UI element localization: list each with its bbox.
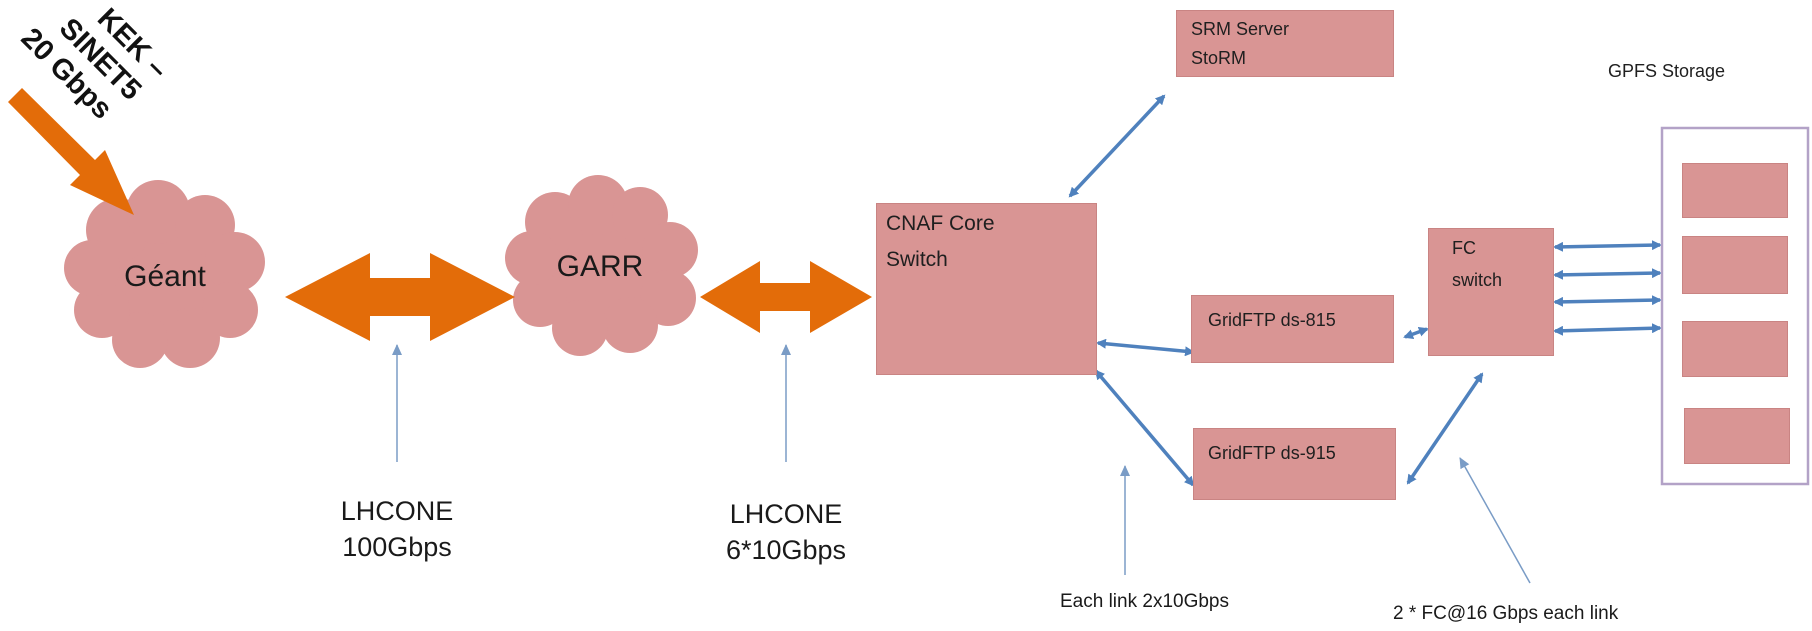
fc-links-pointer xyxy=(1459,457,1531,584)
fc-switch-label-1: FC xyxy=(1452,238,1476,258)
garr-cloud-shape xyxy=(505,175,698,356)
core-srm-link xyxy=(1068,94,1166,198)
lhcone-6x10-label: LHCONE 6*10Gbps xyxy=(696,496,876,568)
storage-disk-4 xyxy=(1684,408,1790,464)
ds815-fc-link xyxy=(1403,327,1429,339)
fc-storage-link-2 xyxy=(1553,268,1662,280)
lhcone-100-line-2: 100Gbps xyxy=(342,532,452,562)
storage-disk-1 xyxy=(1682,163,1788,218)
kek-inbound-arrow xyxy=(8,88,134,215)
lhcone-100-label: LHCONE 100Gbps xyxy=(317,493,477,565)
fc-storage-link-1 xyxy=(1553,240,1662,252)
fc-switch-box xyxy=(1428,228,1554,356)
geant-garr-double-arrow xyxy=(285,253,515,341)
lhcone-100-line-1: LHCONE xyxy=(340,496,454,526)
cnaf-core-switch xyxy=(876,203,1097,375)
geant-label: Géant xyxy=(124,260,206,293)
core-ds915-link xyxy=(1094,369,1195,487)
fc-switch-label-2: switch xyxy=(1452,270,1503,290)
core-ds815-link xyxy=(1096,338,1195,357)
gridftp-ds815-label: GridFTP ds-815 xyxy=(1208,310,1336,330)
cnaf-core-switch-label-1: CNAF Core xyxy=(886,212,995,235)
lhcone-6x10-line-1: LHCONE xyxy=(729,499,843,529)
storage-disk-2 xyxy=(1682,236,1788,294)
gpfs-storage-frame xyxy=(1660,126,1810,486)
each-link-label: Each link 2x10Gbps xyxy=(1060,591,1229,612)
geant-cloud-shape xyxy=(64,180,265,368)
garr-cnaf-double-arrow xyxy=(700,261,872,333)
srm-server-label-2: StoRM xyxy=(1191,48,1247,68)
lhcone-6x10-line-2: 6*10Gbps xyxy=(725,535,847,565)
ds915-fc-link xyxy=(1406,372,1484,485)
gpfs-storage-label: GPFS Storage xyxy=(1608,61,1726,81)
garr-label: GARR xyxy=(557,250,644,283)
srm-server-box xyxy=(1176,10,1394,77)
fc-storage-link-3 xyxy=(1553,295,1662,307)
storage-disk-3 xyxy=(1682,321,1788,377)
gridftp-ds915-box xyxy=(1193,428,1396,500)
srm-server-label-1: SRM Server xyxy=(1191,19,1290,39)
fc-links-label: 2 * FC@16 Gbps each link xyxy=(1393,603,1619,624)
cnaf-core-switch-label-2: Switch xyxy=(886,248,948,271)
gridftp-ds815-box xyxy=(1191,295,1394,363)
fc-storage-link-4 xyxy=(1553,323,1662,336)
gridftp-ds915-label: GridFTP ds-915 xyxy=(1208,443,1336,463)
